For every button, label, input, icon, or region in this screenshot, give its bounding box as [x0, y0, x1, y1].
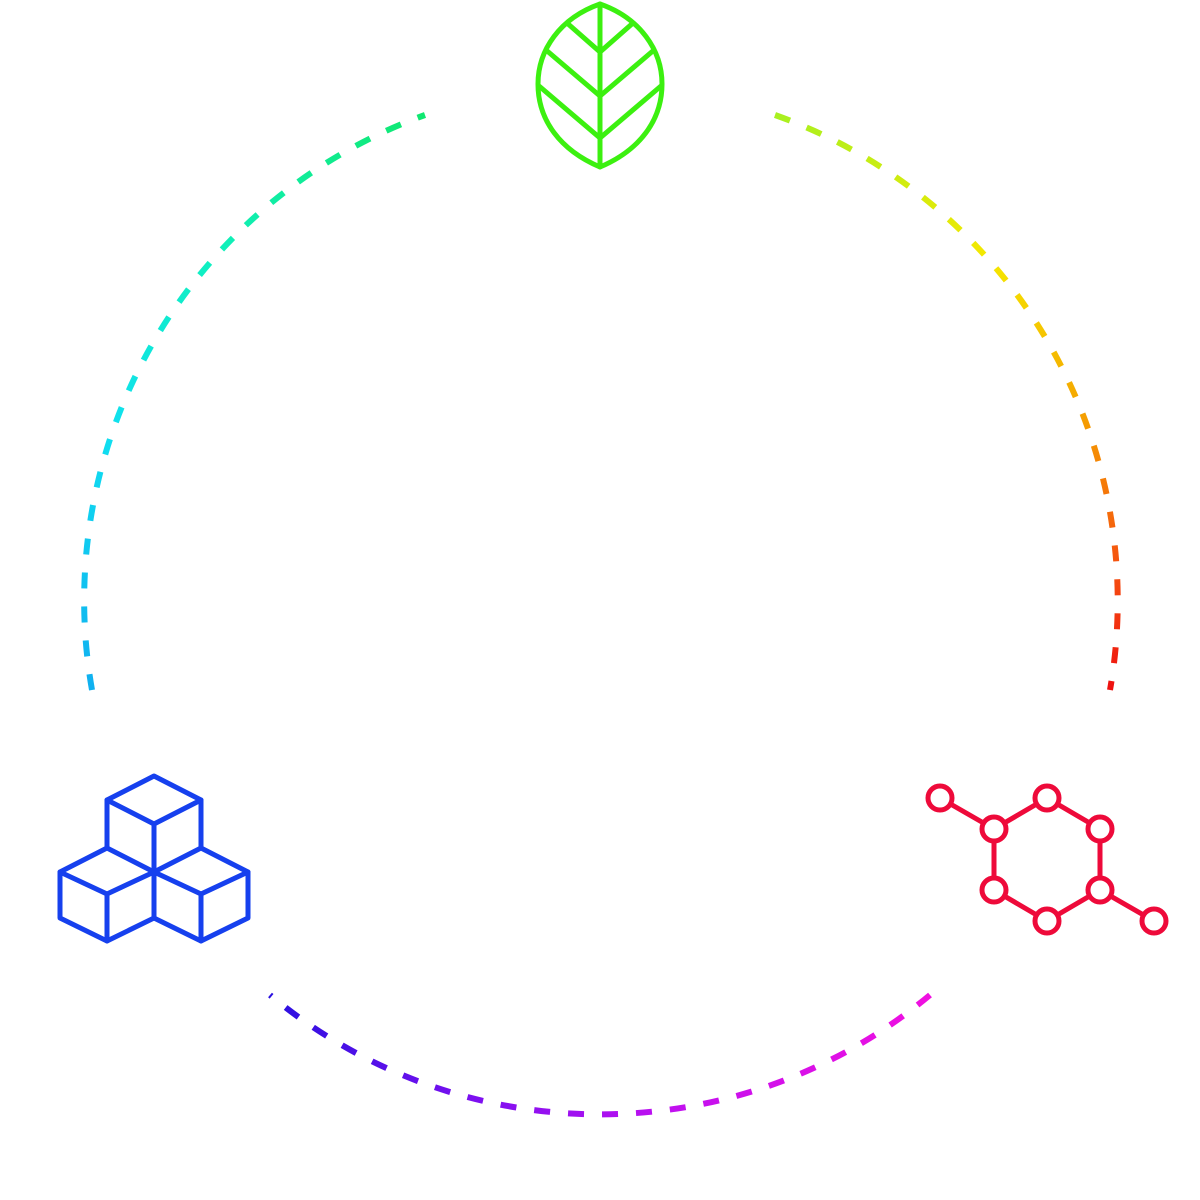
arc-leaf-to-molecule — [773, 112, 1121, 691]
cubes-icon — [57, 773, 251, 944]
arc-molecule-to-cubes — [268, 992, 932, 1118]
arc-cubes-to-leaf — [81, 112, 427, 691]
molecule-icon — [925, 783, 1169, 936]
leaf-icon — [535, 1, 665, 170]
